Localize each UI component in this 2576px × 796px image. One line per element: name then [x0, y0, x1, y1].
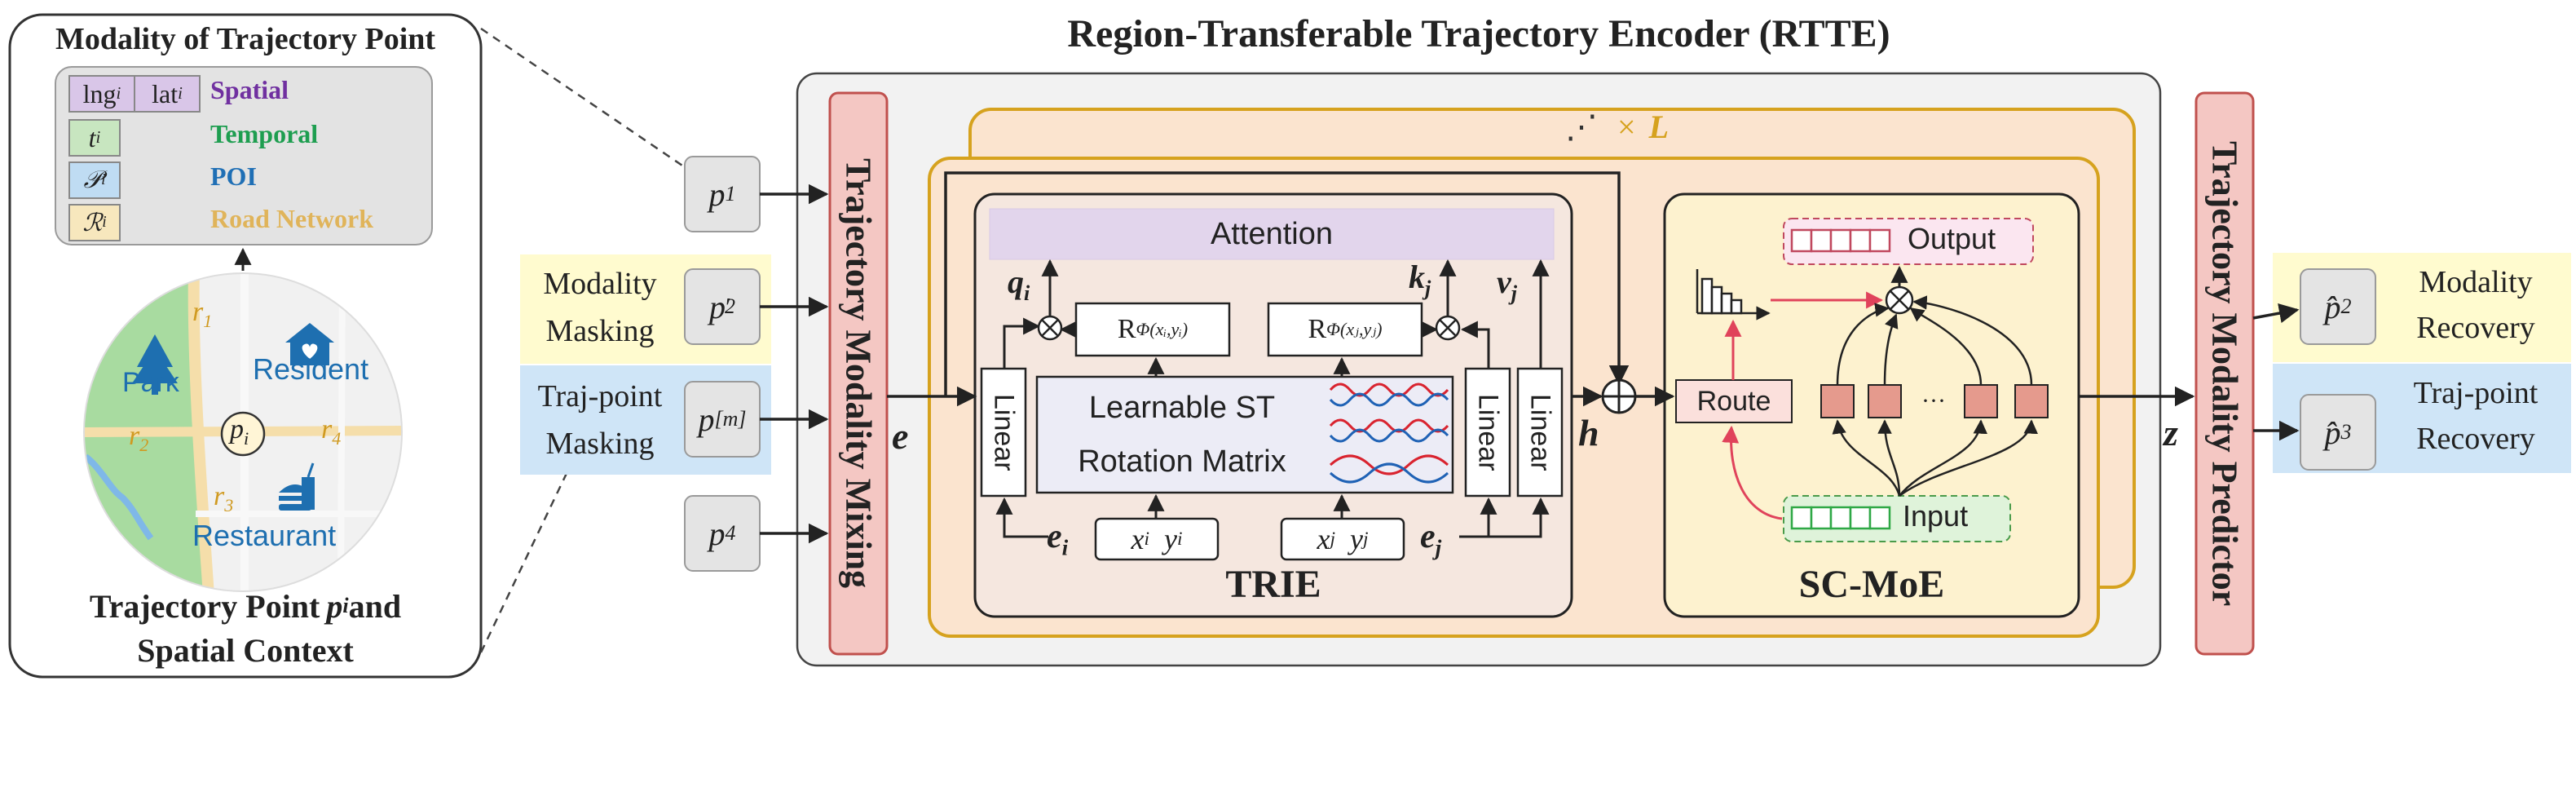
rotation-waves: [1329, 383, 1449, 484]
e-label: e: [892, 415, 909, 457]
predictor-block: Trajectory Modality Predictor: [2196, 93, 2253, 654]
h-label: h: [1578, 412, 1599, 453]
input-p2-masked: p′2: [709, 288, 735, 325]
expert-ellipsis: ···: [1921, 387, 1946, 414]
rotation-label-2: Rotation Matrix: [1078, 444, 1286, 479]
map-circle: [84, 273, 402, 591]
layer-repeat: ⋰ × L: [1565, 108, 1669, 145]
burger-icon: [279, 462, 315, 511]
connector-bottom: [479, 464, 572, 653]
legend-label-road: Road Network: [210, 204, 373, 233]
ej-label: ej: [1420, 518, 1442, 560]
legend-symbol-lat: lat: [152, 78, 179, 108]
trajpoint-recovery-1: Traj-point: [2413, 376, 2539, 410]
modality-masking-label-1: Modality: [543, 267, 657, 301]
linear-k: Linear: [1472, 393, 1504, 471]
map-label-park: Park: [122, 367, 179, 398]
mixing-block: Trajectory Modality Mixing: [830, 93, 887, 654]
ei-label: ei: [1047, 518, 1069, 560]
map-caption-line2: Spatial Context: [137, 631, 354, 669]
road-label-r1: r1: [192, 297, 213, 331]
tree-icon: [132, 334, 178, 395]
k-label: kj: [1409, 259, 1431, 300]
output-label: Output: [1908, 222, 1996, 255]
modality-recovery-2: Recovery: [2416, 311, 2535, 345]
predictor-label: Trajectory Modality Predictor: [2204, 140, 2245, 607]
legend-label-spatial: Spatial: [210, 75, 289, 104]
trie-title: TRIE: [1225, 562, 1321, 606]
histogram-icon: [1696, 269, 1771, 321]
house-icon: [285, 323, 334, 365]
legend-label-temporal: Temporal: [210, 119, 319, 148]
mixing-label: Trajectory Modality Mixing: [838, 158, 879, 589]
z-label: z: [2164, 412, 2178, 453]
rtte-title: Region-Transferable Trajectory Encoder (…: [1067, 11, 1890, 55]
input-label: Input: [1903, 499, 1969, 533]
scmoe-title: SC-MoE: [1798, 562, 1945, 606]
legend-symbol-lng: lng: [82, 78, 117, 108]
left-panel-title: Modality of Trajectory Point: [55, 22, 436, 56]
q-label: qi: [1008, 263, 1030, 305]
road-label-r3: r3: [214, 481, 234, 515]
route-label: Route: [1696, 385, 1771, 417]
road-label-r2: r2: [129, 421, 149, 455]
trajpoint-recovery-2: Recovery: [2416, 422, 2535, 456]
predictor-box: [2194, 91, 2255, 656]
attention-bar: [989, 208, 1555, 260]
input-p-mask: p[m]: [698, 400, 747, 438]
connector-top: [480, 27, 686, 169]
linear-v: Linear: [1524, 393, 1556, 471]
output-p2-hat: p̂2: [2324, 288, 2352, 325]
trajpoint-masking-label-2: Masking: [545, 427, 655, 461]
v-label: vj: [1497, 263, 1517, 305]
attention-label: Attention: [1211, 216, 1333, 251]
trajpoint-masking-label-1: Traj-point: [537, 379, 663, 413]
rotation-label-1: Learnable ST: [1088, 390, 1276, 425]
map-label-restaurant: Restaurant: [192, 519, 337, 552]
map-label-resident: Resident: [253, 352, 369, 386]
modality-recovery-1: Modality: [2419, 265, 2533, 299]
output-p3-hat: p̂3: [2324, 413, 2352, 451]
road-label-r4: r4: [321, 414, 342, 449]
modality-masking-label-2: Masking: [545, 314, 655, 348]
mixing-box: [828, 91, 889, 656]
map-point-label: pi: [230, 414, 249, 449]
linear-q: Linear: [988, 393, 1020, 471]
legend-label-poi: POI: [210, 161, 257, 191]
